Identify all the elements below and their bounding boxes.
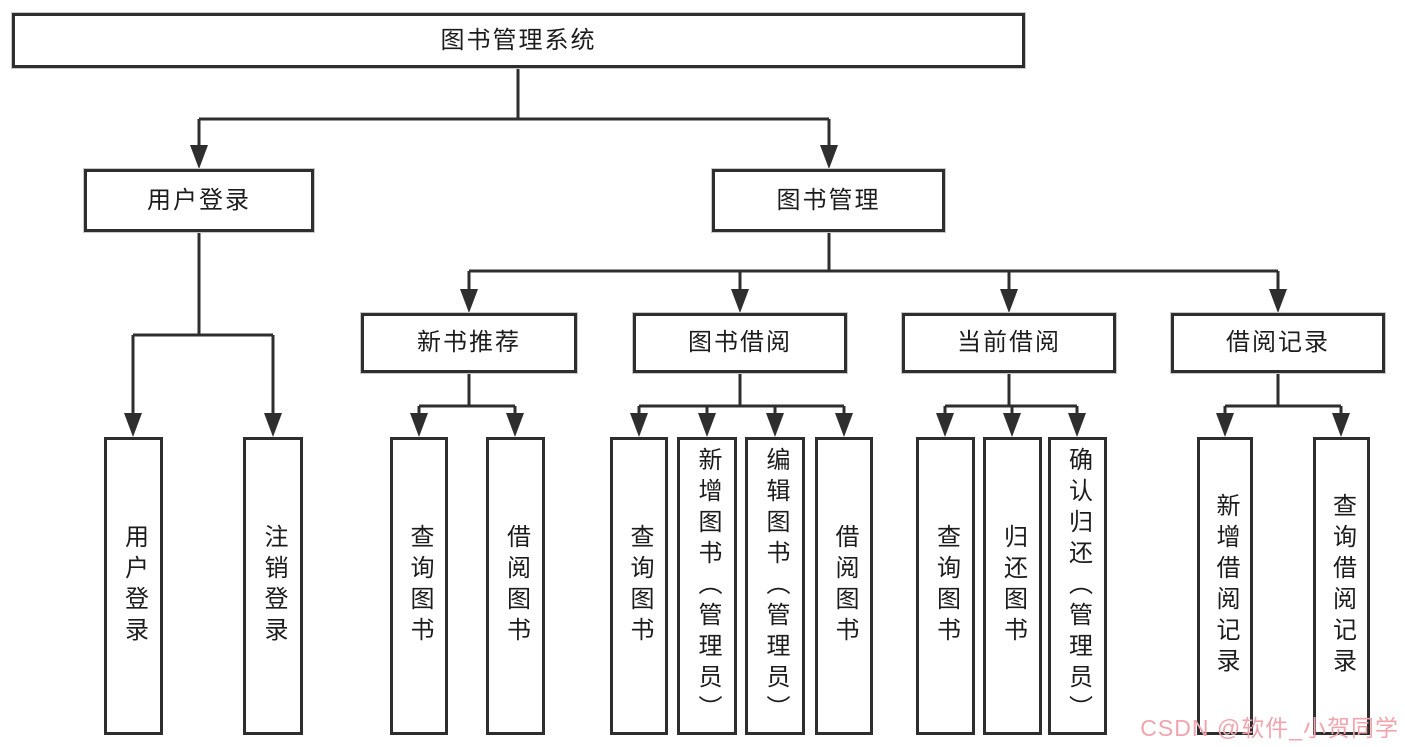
arrow-down-icon (1332, 413, 1350, 437)
watermark: CSDN @软件_小贺同学 (1140, 715, 1399, 741)
node-leaf-confirm-return-admin: 确认归还（管理员） (1048, 437, 1107, 735)
connector-lines (131, 68, 1343, 418)
arrow-down-icon (1216, 413, 1234, 437)
node-leaf-borrow-books-1: 借阅图书 (486, 437, 545, 735)
node-borrow-record: 借阅记录 (1171, 313, 1385, 373)
arrow-down-icon (1000, 289, 1018, 313)
node-leaf-user-login: 用户登录 (104, 437, 163, 735)
arrow-down-icon (190, 145, 208, 169)
arrow-down-icon (936, 413, 954, 437)
node-new-book-recommend: 新书推荐 (361, 313, 577, 373)
node-leaf-logout: 注销登录 (243, 437, 303, 735)
arrow-down-icon (820, 145, 838, 169)
node-current-borrow: 当前借阅 (902, 313, 1116, 373)
arrow-down-icon (506, 413, 524, 437)
node-leaf-query-books-2: 查询图书 (610, 437, 668, 735)
node-user-login-branch: 用户登录 (84, 169, 314, 232)
arrow-down-icon (731, 289, 749, 313)
node-book-management: 图书管理 (712, 169, 945, 232)
arrow-down-icon (1269, 289, 1287, 313)
arrow-down-icon (1068, 413, 1086, 437)
node-book-borrow: 图书借阅 (633, 313, 847, 373)
arrow-down-icon (124, 413, 142, 437)
node-leaf-query-books-1: 查询图书 (390, 437, 448, 735)
node-leaf-edit-books-admin: 编辑图书（管理员） (745, 437, 805, 735)
node-leaf-return-books: 归还图书 (983, 437, 1042, 735)
arrow-down-icon (698, 413, 716, 437)
arrow-down-icon (835, 413, 853, 437)
node-leaf-add-borrow-record: 新增借阅记录 (1197, 437, 1253, 735)
arrow-down-icon (630, 413, 648, 437)
node-leaf-borrow-books-2: 借阅图书 (815, 437, 873, 735)
node-leaf-query-books-3: 查询图书 (916, 437, 975, 735)
node-leaf-add-books-admin: 新增图书（管理员） (677, 437, 737, 735)
arrow-down-icon (460, 289, 478, 313)
arrow-down-icon (410, 413, 428, 437)
arrow-down-icon (264, 413, 282, 437)
arrow-down-icon (1003, 413, 1021, 437)
arrowhead-icons (124, 145, 1350, 437)
arrow-down-icon (766, 413, 784, 437)
node-library-management-system: 图书管理系统 (12, 13, 1025, 68)
node-leaf-query-borrow-record: 查询借阅记录 (1313, 437, 1370, 735)
